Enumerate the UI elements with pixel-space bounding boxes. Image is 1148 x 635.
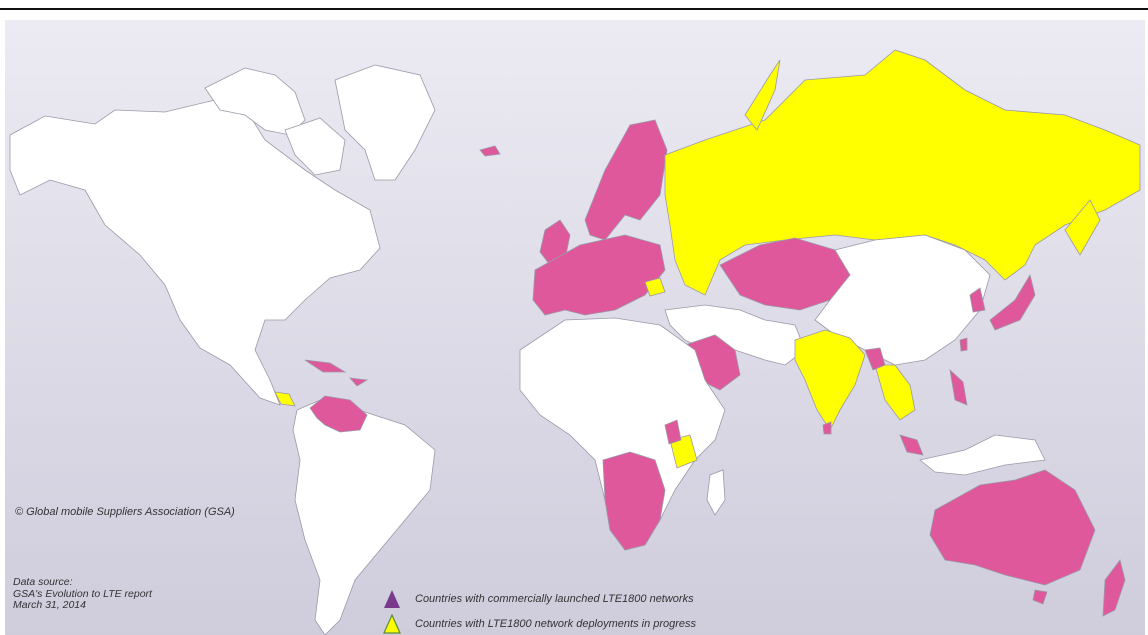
eastern-europe-country (644, 277, 666, 297)
source-line-2: GSA's Evolution to LTE report (13, 587, 152, 600)
legend-label-launched: Countries with commercially launched LTE… (415, 593, 694, 605)
novaya-zemlya (744, 59, 781, 131)
sakhalin-kamchatka (1064, 199, 1101, 256)
middle-east (664, 304, 806, 366)
indonesia (919, 434, 1046, 476)
southern-africa (602, 451, 666, 551)
yellow-triangle-icon (383, 614, 401, 634)
russia (664, 49, 1141, 296)
sri-lanka (822, 421, 832, 435)
philippines (949, 368, 968, 406)
south-america (292, 397, 436, 635)
japan (989, 273, 1036, 331)
baffin-island (284, 117, 346, 176)
greenland (334, 64, 436, 181)
cuba (304, 359, 347, 373)
map-legend: Countries with commercially launched LTE… (383, 588, 696, 635)
western-europe (532, 234, 666, 316)
purple-triangle-icon (384, 590, 400, 608)
africa (519, 317, 726, 551)
copyright-notice: © Global mobile Suppliers Association (G… (15, 506, 235, 518)
central-america-country (274, 391, 296, 407)
source-line-1: Data source: (13, 576, 73, 588)
legend-item-launched: Countries with commercially launched LTE… (383, 588, 696, 610)
china-east-asia (814, 234, 991, 366)
myanmar (864, 347, 886, 371)
malaysia (899, 434, 924, 456)
korea (969, 287, 986, 313)
map-canvas (9, 49, 1141, 635)
iceland (479, 145, 501, 157)
east-africa-country-2 (664, 419, 682, 445)
east-africa-country (669, 434, 698, 469)
legend-label-progress: Countries with LTE1800 network deploymen… (415, 618, 697, 630)
venezuela (309, 395, 368, 433)
australia (929, 469, 1096, 586)
top-rule (0, 8, 1148, 10)
world-map: © Global mobile Suppliers Association (G… (5, 20, 1145, 635)
tasmania (1032, 589, 1048, 605)
legend-item-progress: Countries with LTE1800 network deploymen… (383, 613, 696, 635)
caribbean-island (349, 377, 369, 387)
scandinavia (584, 119, 668, 241)
data-source-note: Data source: GSA's Evolution to LTE repo… (13, 576, 152, 612)
india (794, 329, 866, 431)
source-line-3: March 31, 2014 (13, 599, 86, 611)
new-zealand (1102, 559, 1126, 617)
taiwan (959, 337, 968, 352)
southeast-asia-country (874, 364, 916, 421)
madagascar (706, 469, 726, 516)
